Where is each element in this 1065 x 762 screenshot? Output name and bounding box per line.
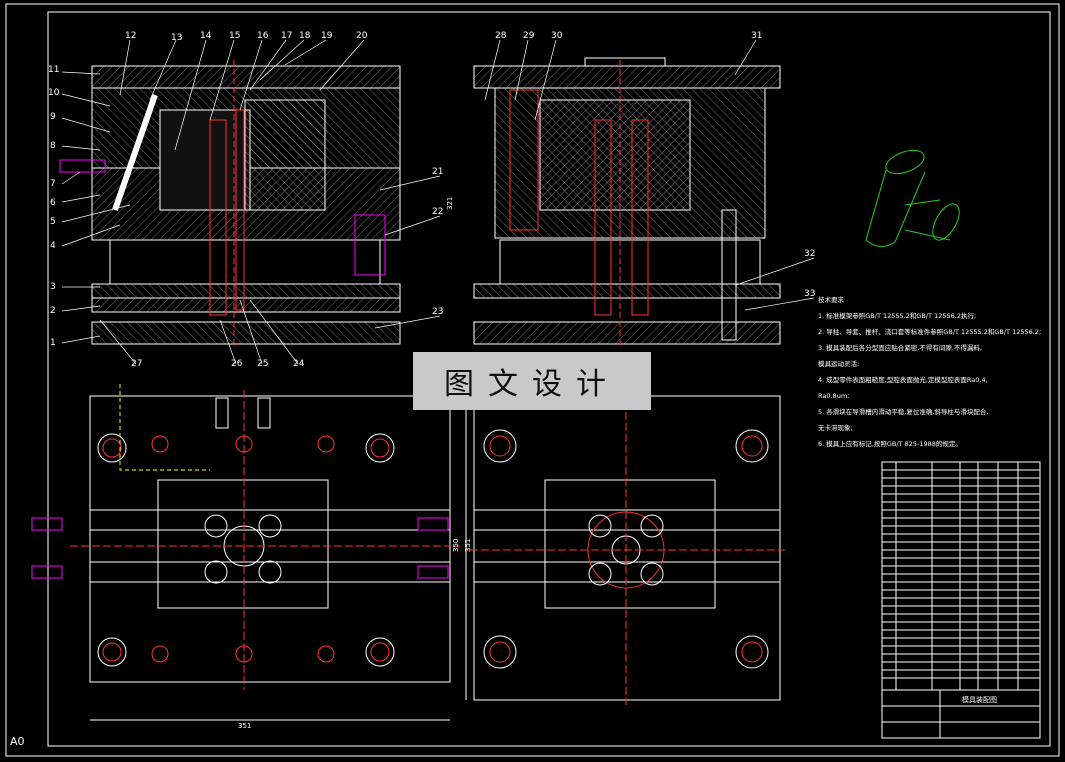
note-item: Ra0.8um; [818, 392, 850, 400]
dim-width-bottom: 351 [238, 722, 251, 730]
label-20: 20 [356, 31, 368, 41]
note-item: 4. 成型零件表面粗糙度,型腔表面抛光,定模型腔表面Ra0.4, [818, 376, 988, 384]
label-23: 23 [432, 307, 443, 317]
label-15: 15 [229, 31, 240, 41]
sheet-size-label: A0 [10, 735, 25, 748]
label-24: 24 [293, 359, 305, 369]
note-item: 无卡滞现象; [818, 424, 853, 432]
label-7: 7 [50, 179, 56, 189]
dim-height-top: 321 [446, 197, 454, 210]
callout-labels: 11 10 9 8 7 6 5 4 3 2 1 12 13 14 15 16 1… [48, 31, 815, 369]
label-11: 11 [48, 65, 59, 75]
dim-height-right: 351 [464, 539, 472, 552]
label-21: 21 [432, 167, 443, 177]
label-28: 28 [495, 31, 507, 41]
label-12: 12 [125, 31, 136, 41]
label-17: 17 [281, 31, 292, 41]
callout-leaders [61, 39, 815, 365]
label-14: 14 [200, 31, 212, 41]
note-item: 模具运动灵活; [818, 360, 860, 368]
label-1: 1 [50, 338, 56, 348]
label-19: 19 [321, 31, 333, 41]
plan-view-right [470, 390, 785, 705]
parts-list-table [881, 461, 1041, 739]
part-3d-view [865, 149, 960, 247]
label-25: 25 [257, 359, 268, 369]
note-item: 6. 模具上应有标记,按照GB/T 825-1988的规定。 [818, 440, 962, 448]
title-block-name: 模具装配图 [962, 695, 997, 704]
label-4: 4 [50, 241, 56, 251]
note-item: 3. 模具装配后各分型面应贴合紧密,不得有间隙,不得漏料, [818, 344, 982, 352]
section-view-left [59, 60, 401, 345]
label-22: 22 [432, 207, 443, 217]
label-27: 27 [131, 359, 142, 369]
outer-frame [5, 3, 1060, 757]
note-item: 2. 导柱、导套、推杆、浇口套等标准件参照GB/T 12555.2和GB/T 1… [818, 328, 1042, 336]
label-9: 9 [50, 112, 56, 122]
dim-height-left: 350 [452, 539, 460, 552]
notes-title: 技术要求 [818, 296, 844, 304]
inner-frame [47, 11, 1051, 747]
section-view-right [473, 57, 781, 345]
label-16: 16 [257, 31, 269, 41]
label-10: 10 [48, 88, 60, 98]
label-2: 2 [50, 306, 56, 316]
label-18: 18 [299, 31, 311, 41]
plan-view-left [31, 384, 467, 721]
label-33: 33 [804, 289, 815, 299]
label-3: 3 [50, 282, 56, 292]
note-item: 1. 标准模架参照GB/T 12555.2和GB/T 12556.2执行; [818, 312, 977, 320]
label-13: 13 [171, 33, 182, 43]
label-8: 8 [50, 141, 56, 151]
label-5: 5 [50, 217, 56, 227]
note-item: 5. 各滑块在导滑槽内滑动平稳,复位准确,斜导柱与滑块配合, [818, 408, 989, 416]
label-31: 31 [751, 31, 762, 41]
dimension-labels: 321 351 350 351 [238, 197, 472, 730]
watermark-banner: 图文设计 [413, 352, 651, 410]
label-6: 6 [50, 198, 56, 208]
technical-notes: 技术要求 1. 标准模架参照GB/T 12555.2和GB/T 12556.2执… [818, 292, 1048, 452]
label-29: 29 [523, 31, 535, 41]
label-30: 30 [551, 31, 563, 41]
label-26: 26 [231, 359, 243, 369]
label-32: 32 [804, 249, 815, 259]
